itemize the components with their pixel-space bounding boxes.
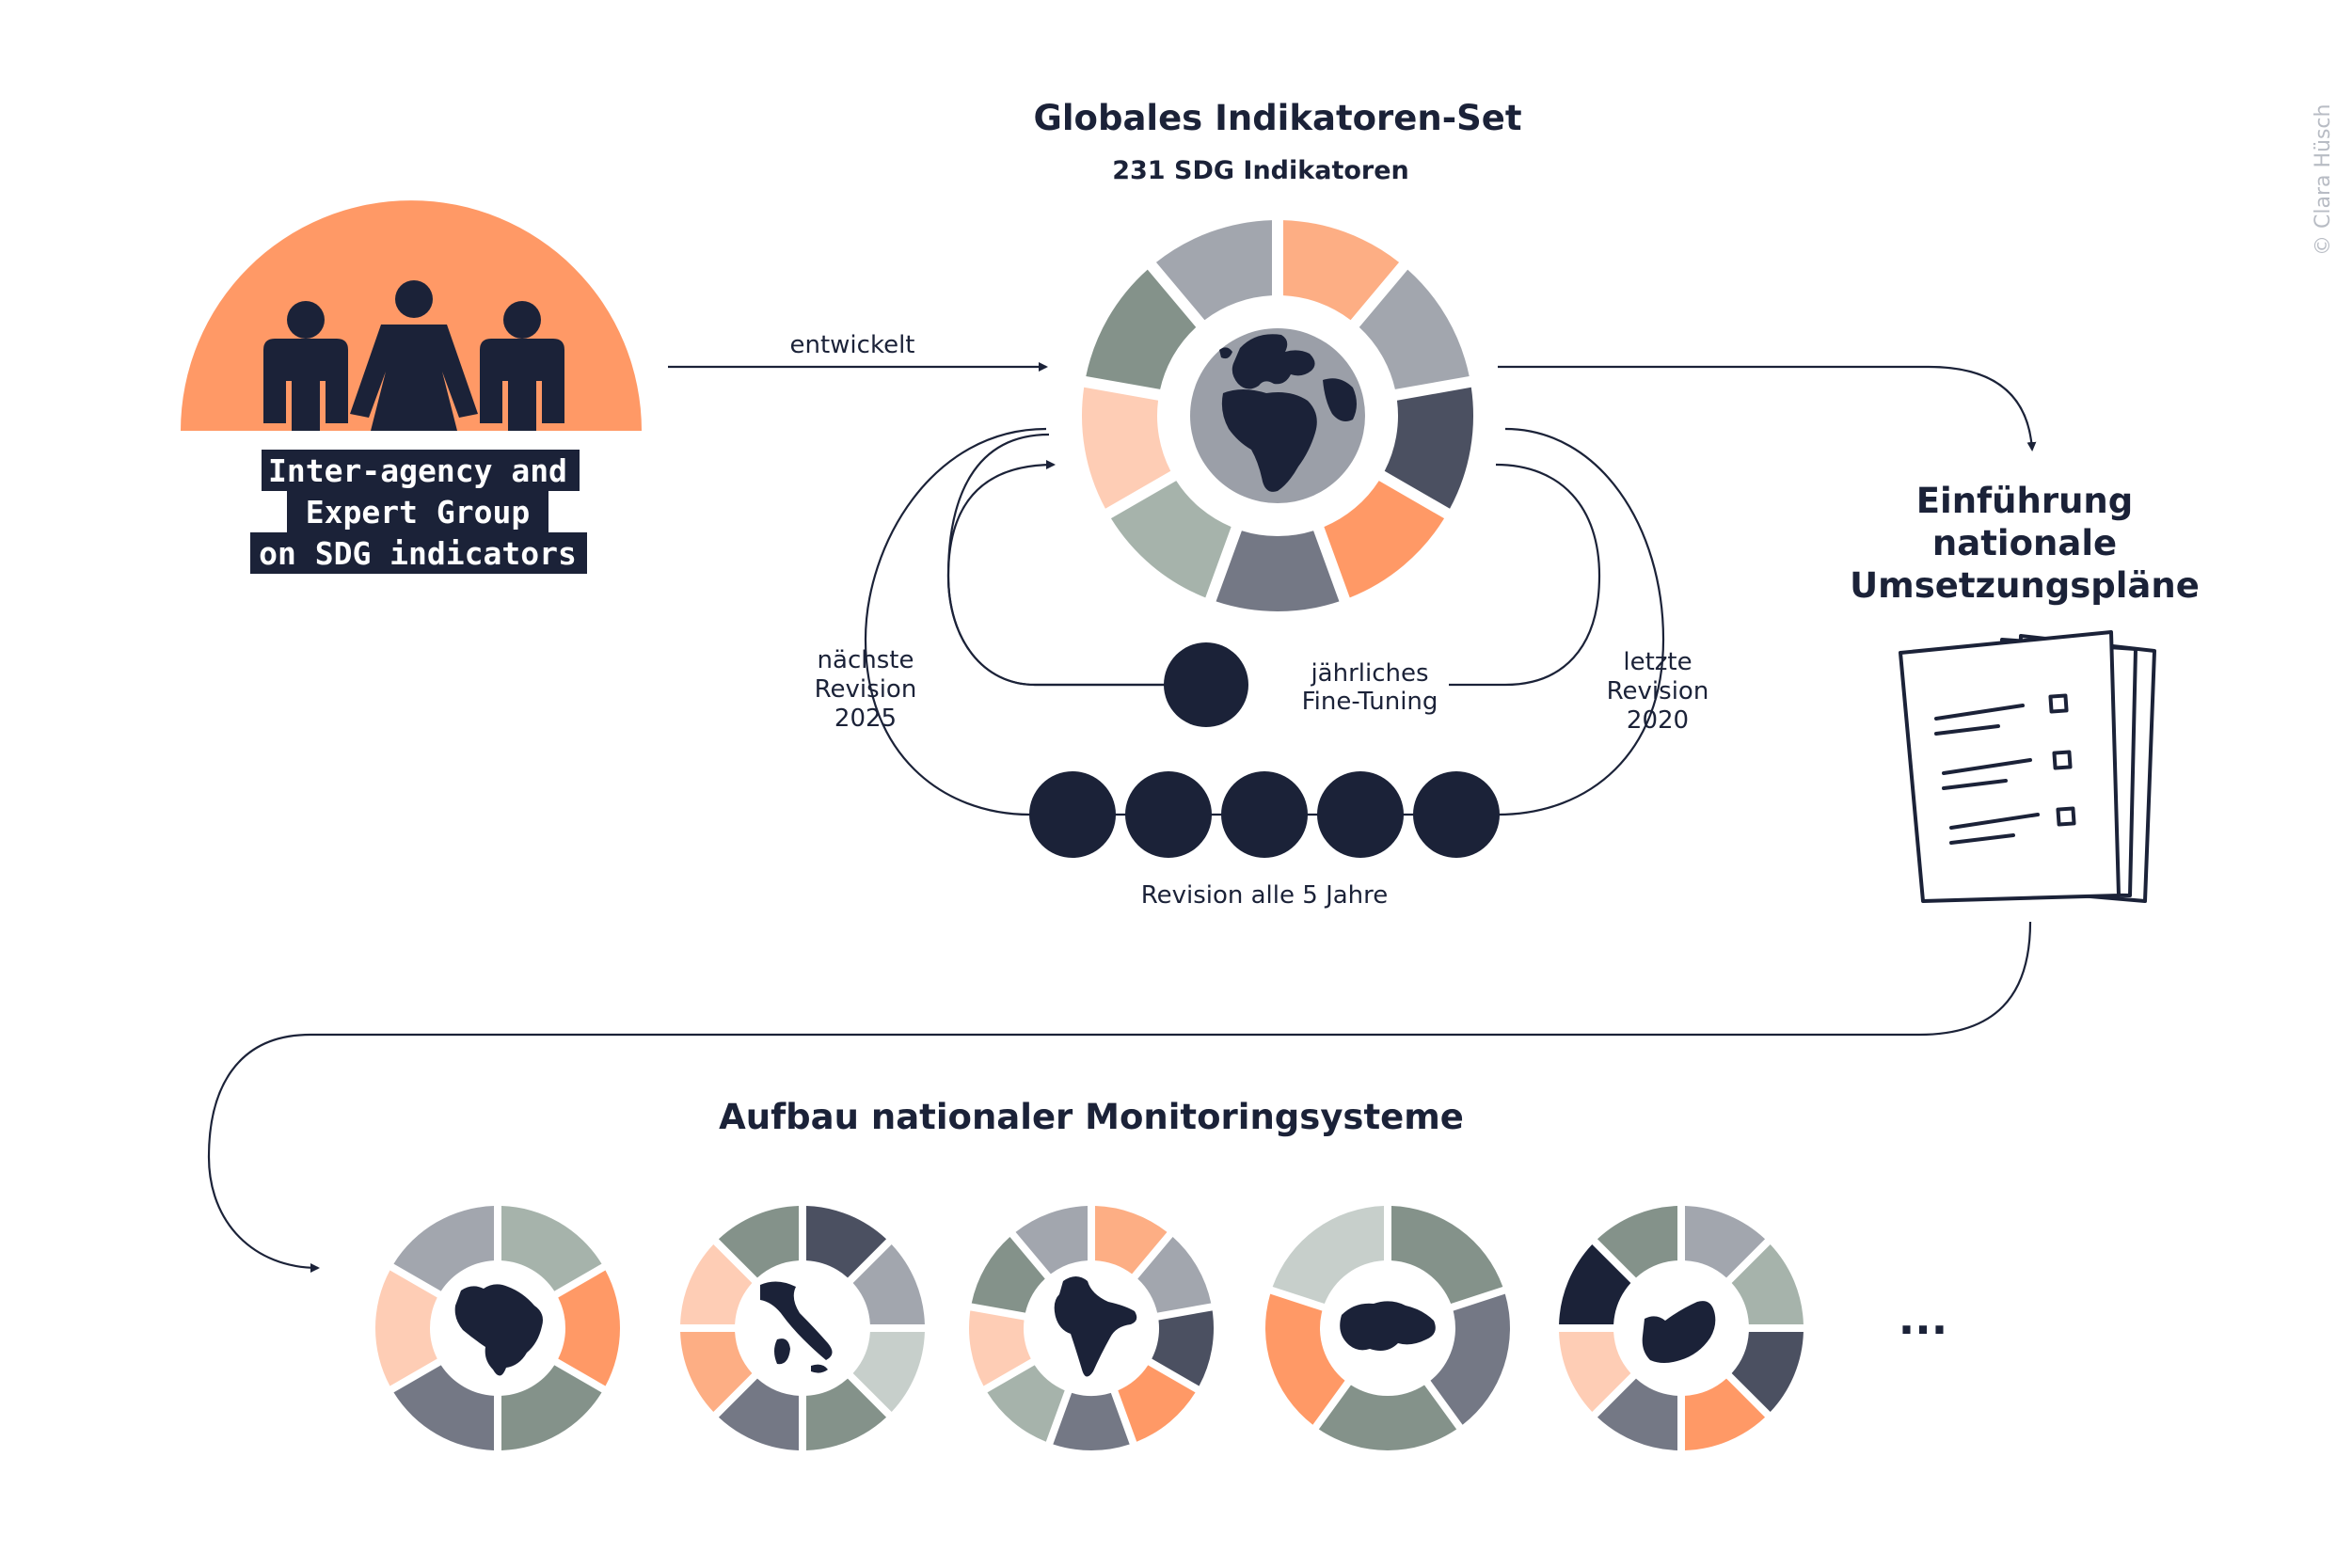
monitoring-title: Aufbau nationaler Monitoringsysteme: [719, 1097, 1464, 1137]
country-ring-segment: [987, 1365, 1065, 1442]
country-ring-segment: [501, 1206, 602, 1291]
globe-ring-segment: [1110, 481, 1232, 598]
globe-ring-segment: [1155, 220, 1272, 321]
iaeg-group: Inter-agency and Expert Group on SDG ind…: [181, 200, 642, 574]
iaeg-label-line-2: Expert Group: [306, 494, 530, 531]
brazil-icon: [454, 1284, 543, 1376]
globe-ring-segment: [1384, 387, 1474, 509]
revision-dot: [1413, 771, 1500, 858]
country-ring-segment: [1053, 1392, 1130, 1450]
country-ring-segment: [1731, 1332, 1804, 1413]
revision-dot: [1317, 771, 1404, 858]
country-ring-segment: [374, 1270, 437, 1386]
country-ring-segment: [1685, 1378, 1766, 1450]
annual-dot: [1164, 642, 1248, 727]
last-revision-line-2: Revision: [1607, 677, 1709, 705]
south-africa-icon: [1642, 1301, 1716, 1363]
iaeg-label-bg-3: [250, 532, 587, 574]
documents-icon: [1899, 630, 2156, 903]
ellipsis: ...: [1899, 1293, 1947, 1344]
revision-dot: [1029, 771, 1116, 858]
india-icon: [1054, 1276, 1137, 1377]
globe-ring-segment: [1324, 481, 1445, 598]
next-revision-line-2: Revision: [815, 675, 917, 704]
copyright-notice: © Clara Hüsch: [2312, 104, 2335, 256]
switzerland-icon: [1340, 1301, 1436, 1351]
country-ring-segment: [1559, 1243, 1631, 1324]
revision-dot: [1125, 771, 1212, 858]
country-ring-segment: [1152, 1310, 1215, 1386]
country-ring-segment: [680, 1243, 753, 1324]
country-ring-segment: [1430, 1293, 1510, 1425]
country-ring-segment: [718, 1378, 799, 1450]
iaeg-label-bg-2: [287, 491, 548, 532]
country-ring-segment: [501, 1365, 602, 1450]
monitoring-arrow: [207, 921, 2032, 1273]
last-revision-line-1: letzte: [1623, 648, 1692, 676]
country-ring-segment: [1318, 1385, 1457, 1450]
global-indicator-ring: [1081, 220, 1474, 612]
country-ring-segment: [393, 1365, 494, 1450]
country-ring-segment: [718, 1206, 799, 1278]
globe-ring-segment: [1359, 269, 1470, 389]
implementation-arrow: [1498, 365, 2037, 451]
country-ring-segment: [558, 1270, 621, 1386]
develops-label: entwickelt: [790, 331, 915, 359]
annual-loop-arrow: [946, 460, 1056, 687]
revision-loop-right: [1497, 427, 1665, 816]
country-rings: [374, 1206, 1804, 1450]
italy-icon: [760, 1281, 833, 1373]
country-ring-segment: [852, 1332, 925, 1413]
implementation-title-line-1: Einführung: [1916, 481, 2134, 521]
revision-caption: Revision alle 5 Jahre: [1141, 881, 1389, 910]
globe-icon: [1190, 328, 1365, 503]
implementation-title-line-3: Umsetzungspläne: [1850, 565, 2200, 606]
page-subtitle: 231 SDG Indikatoren: [1112, 156, 1409, 185]
people-icon: [263, 280, 564, 431]
country-ring-segment: [1597, 1206, 1677, 1278]
page-title: Globales Indikatoren-Set: [1033, 98, 1521, 138]
country-ring: [968, 1206, 1215, 1450]
next-revision-line-3: 2025: [834, 705, 897, 733]
annual-loop-right-line: [1449, 463, 1601, 687]
revision-dots: [1029, 771, 1500, 858]
country-ring-segment: [806, 1206, 887, 1278]
globe-ring-segment: [1086, 269, 1197, 389]
country-ring-segment: [1118, 1365, 1196, 1442]
iaeg-label-bg-1: [262, 450, 580, 491]
country-ring: [374, 1206, 621, 1450]
country-ring-segment: [968, 1310, 1031, 1386]
globe-ring-segment: [1283, 220, 1400, 321]
country-ring-segment: [1265, 1293, 1345, 1425]
annual-label-line-1: jährliches: [1310, 659, 1428, 688]
country-ring-segment: [1685, 1206, 1766, 1278]
country-ring-segment: [1391, 1206, 1503, 1304]
revision-loop-left: [864, 427, 1047, 816]
country-ring: [1559, 1206, 1804, 1450]
country-ring-segment: [1559, 1332, 1631, 1413]
iaeg-label-line-3: on SDG indicators: [259, 535, 577, 572]
last-revision-line-3: 2020: [1627, 706, 1689, 735]
country-ring: [1265, 1206, 1510, 1450]
globe-ring-segment: [1216, 531, 1340, 612]
revision-dot: [1221, 771, 1308, 858]
country-ring-segment: [393, 1206, 494, 1291]
country-ring-segment: [971, 1237, 1045, 1313]
country-ring-segment: [852, 1243, 925, 1324]
country-ring-segment: [806, 1378, 887, 1450]
globe-ring-segment: [1081, 387, 1171, 509]
country-ring-segment: [1015, 1206, 1088, 1275]
country-ring-segment: [1731, 1243, 1804, 1324]
country-ring-segment: [680, 1332, 753, 1413]
annual-label-line-2: Fine-Tuning: [1302, 688, 1438, 716]
country-ring: [680, 1206, 925, 1450]
implementation-title-line-2: nationale: [1932, 523, 2117, 563]
country-ring-segment: [1095, 1206, 1168, 1275]
country-ring-segment: [1597, 1378, 1677, 1450]
iaeg-label-line-1: Inter-agency and: [268, 452, 567, 489]
country-ring-segment: [1137, 1237, 1212, 1313]
country-ring-segment: [1272, 1206, 1384, 1304]
next-revision-line-1: nächste: [818, 646, 914, 674]
